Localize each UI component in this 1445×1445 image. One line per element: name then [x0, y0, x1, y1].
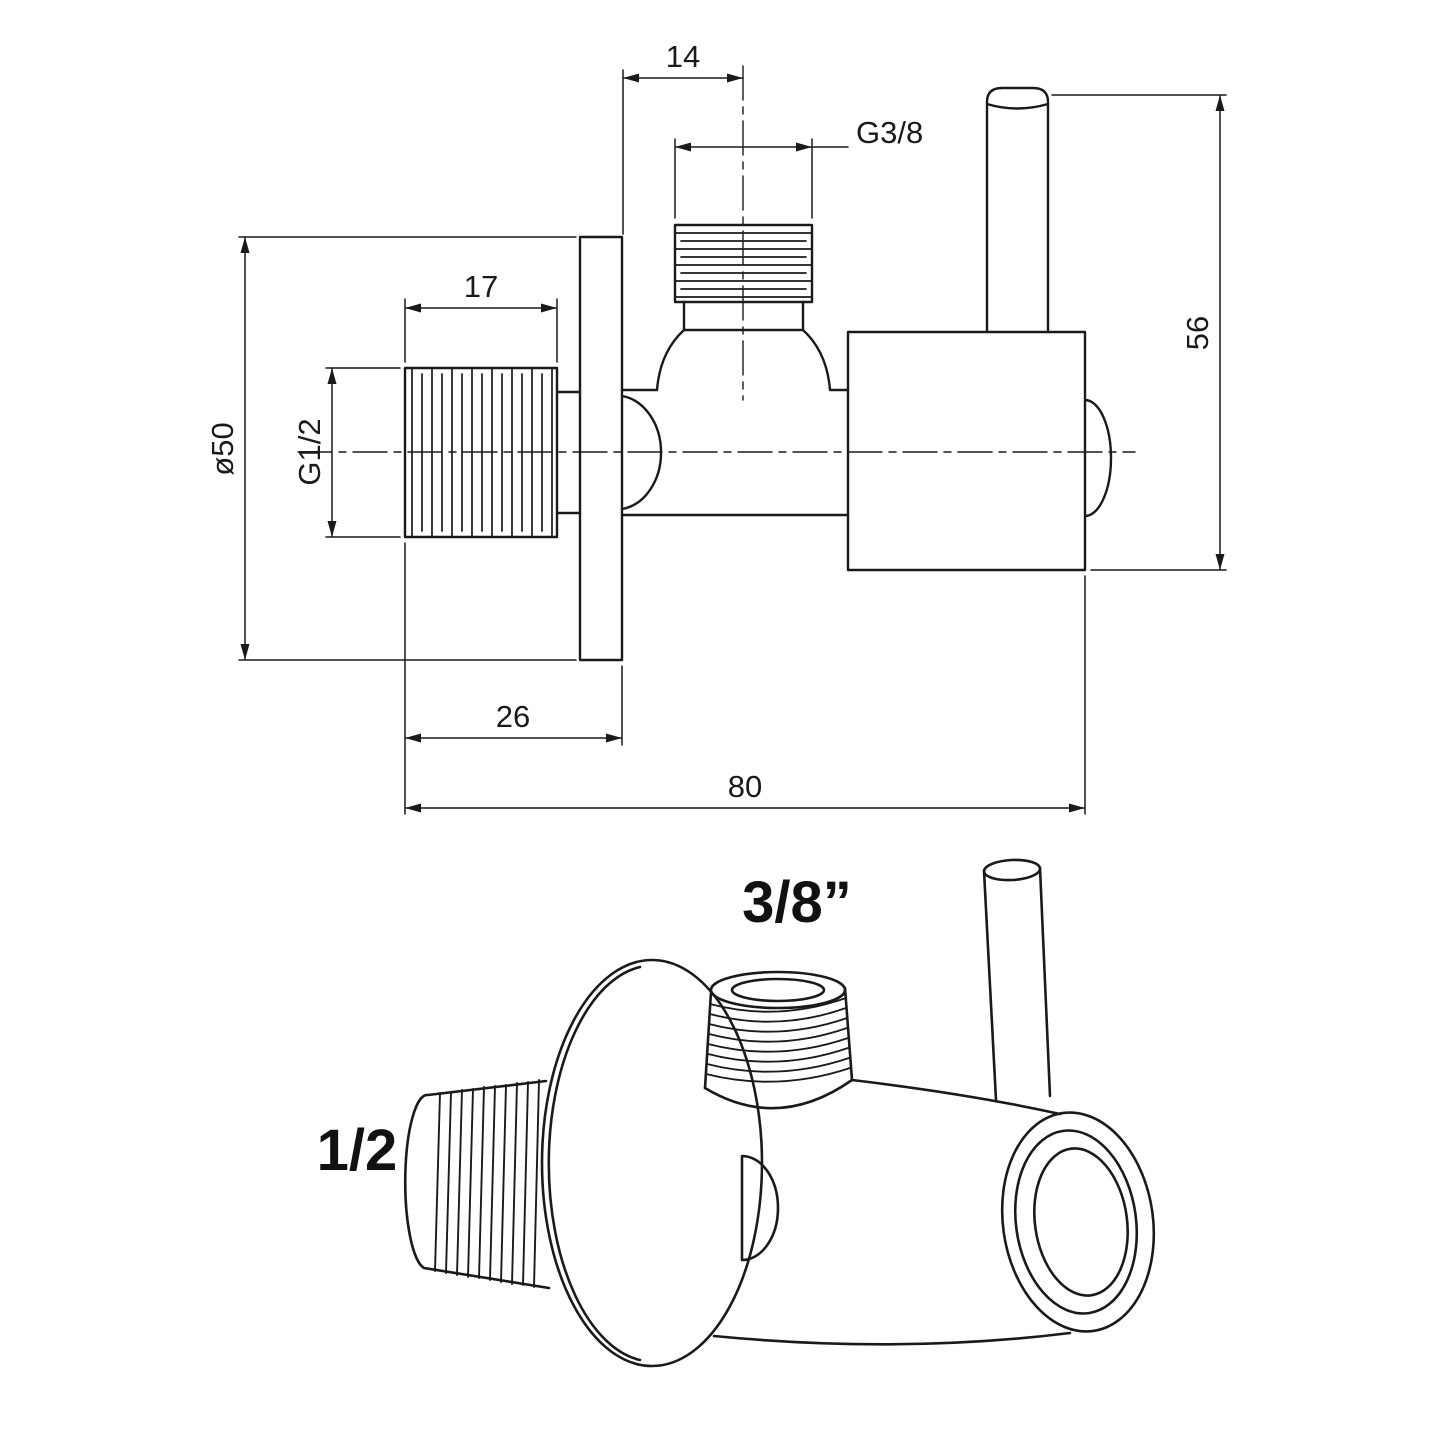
label-outlet-size: 3/8”	[742, 870, 852, 935]
perspective-outlet-sides	[703, 986, 854, 1090]
perspective-body-end-bore	[1032, 1147, 1130, 1297]
outlet-thread-outline	[673, 223, 814, 304]
valve-neck-body	[620, 300, 850, 517]
top-view-drawing: 14 G3/8 17 G1/2 ø50 56 26 80	[205, 39, 1227, 815]
perspective-outlet-threads	[705, 997, 851, 1083]
wall-flange	[578, 235, 624, 662]
dim-label-g38: G3/8	[856, 115, 923, 150]
dim-label-56: 56	[1180, 316, 1215, 350]
perspective-inlet-threads	[434, 1079, 540, 1288]
dim-label-g12: G1/2	[292, 418, 327, 485]
perspective-stem-sides	[982, 866, 1052, 1102]
dimension-arrows	[240, 73, 1225, 813]
inlet-pipe-outline	[403, 366, 582, 539]
dim-label-80: 80	[728, 769, 762, 804]
dimensions	[238, 69, 1227, 815]
perspective-flange-rim	[547, 965, 642, 1362]
dim-label-26: 26	[496, 699, 530, 734]
perspective-outlet-bore	[730, 977, 826, 1003]
perspective-view-drawing: 3/8” 1/2	[317, 858, 1156, 1368]
label-inlet-size: 1/2	[317, 1118, 398, 1183]
perspective-body-silhouette	[712, 1078, 1072, 1346]
dim-label-dia50: ø50	[205, 422, 240, 475]
handle-stem	[985, 86, 1050, 334]
perspective-body-end-mid	[1013, 1129, 1139, 1315]
perspective-outlet-saddle	[703, 1078, 854, 1110]
perspective-inlet-pipe	[403, 1079, 551, 1290]
perspective-body-bump	[740, 1154, 780, 1262]
perspective-flange-outer	[540, 958, 764, 1368]
perspective-body-end-outer	[1000, 1111, 1156, 1333]
valve-main-body	[846, 330, 1113, 572]
dim-label-14: 14	[666, 39, 700, 74]
dim-label-17: 17	[464, 269, 498, 304]
perspective-stem-cap	[982, 858, 1042, 882]
dimension-lines	[238, 69, 1227, 815]
